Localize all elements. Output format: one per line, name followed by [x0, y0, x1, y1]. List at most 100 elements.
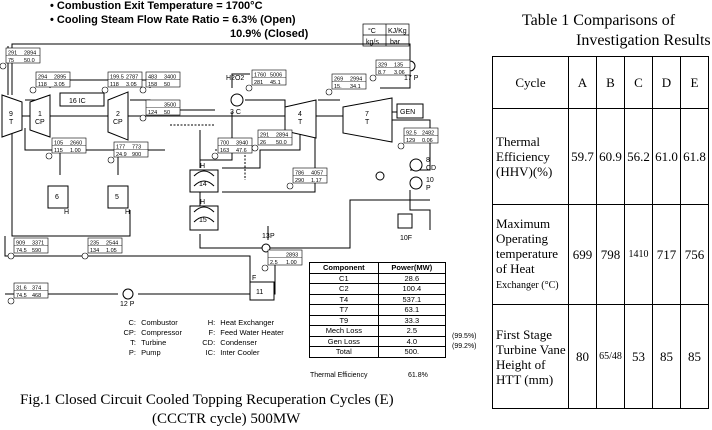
comparison-cell: 56.2: [624, 108, 653, 205]
power-comp: T7: [309, 304, 379, 316]
state-value: 3.05: [126, 82, 137, 88]
state-value: 2994: [350, 77, 362, 83]
t9-sub: T: [9, 119, 14, 126]
state-value: 24.9: [116, 152, 127, 158]
table-caption-line2: Investigation Results: [576, 32, 711, 49]
heat-exchanger-5: [107, 185, 129, 209]
turbine-7: [342, 97, 393, 143]
state-value: 45.1: [270, 80, 281, 86]
state-value: 291: [260, 133, 269, 139]
state-value: 281: [254, 80, 263, 86]
state-value: 135: [394, 63, 403, 69]
unit-temp: °C: [368, 27, 376, 35]
state-marker: [251, 144, 259, 152]
feed-water-heater-11: [249, 281, 275, 301]
state-value: 2787: [126, 75, 138, 81]
legend-value: Heat Exchanger: [220, 318, 275, 327]
power-val: 537.1: [377, 293, 447, 305]
comparison-head-d: D: [651, 56, 681, 109]
legend-key: F:: [208, 328, 216, 337]
headline-closed-ratio: 10.9% (Closed): [230, 28, 309, 40]
legend-row: P: Pump IC: Inter Cooler: [118, 348, 260, 357]
comparison-cell: 61.0: [651, 108, 681, 205]
state-value: 5006: [270, 73, 282, 79]
power-val: 4.0: [377, 335, 447, 347]
hx5-label: 5: [115, 194, 119, 201]
figure-caption-line1: Fig.1 Closed Circuit Cooled Topping Recu…: [20, 392, 394, 408]
comparison-cell: 65/48: [595, 304, 626, 409]
state-value: 1.00: [70, 148, 81, 154]
state-value: 118: [110, 82, 119, 88]
legend-row: C: Combustor H: Heat Exchanger: [118, 318, 275, 327]
state-value: 163: [220, 148, 229, 154]
power-comp: T4: [309, 293, 379, 305]
state-value: 31.6: [16, 286, 27, 292]
comparison-cell: 756: [679, 204, 710, 305]
units-header: °C KJ/Kg kg/s bar: [362, 23, 410, 47]
state-value: 129: [406, 138, 415, 144]
state-value: 177: [116, 145, 125, 151]
p10-sub: P: [426, 185, 431, 192]
power-val: 500.: [377, 346, 447, 358]
state-value: 374: [32, 286, 41, 292]
state-value: 3371: [32, 241, 44, 247]
legend-value: Feed Water Heater: [220, 328, 284, 337]
state-value: 468: [32, 293, 41, 299]
comparison-row-max-temp: Maximum Operating temperature of Heat Ex…: [492, 204, 710, 305]
legend-value: Combustor: [141, 318, 178, 327]
power-head-power: Power(MW): [377, 262, 447, 274]
p10-label: 10: [426, 177, 434, 184]
legend-row: CP: Compressor F: Feed Water Heater: [118, 328, 284, 337]
power-header-row: Component Power(MW): [309, 262, 447, 274]
turbomachines: [1, 91, 393, 143]
comparison-head-cycle: Cycle: [492, 56, 569, 109]
intercooler-16: [59, 92, 105, 107]
legend-value: Inter Cooler: [220, 348, 260, 357]
power-comp: Total: [309, 346, 379, 358]
state-value: 483: [148, 75, 157, 81]
comparison-cell: 1410: [624, 204, 653, 305]
turbine-9: [1, 94, 23, 138]
t9-label: 9: [9, 111, 13, 118]
pump-12: [122, 288, 134, 300]
state-marker: [7, 297, 15, 305]
cd8-label: 8: [426, 157, 430, 164]
state-value: 3.05: [54, 82, 65, 88]
thermal-efficiency-label: Thermal Efficiency: [310, 372, 368, 379]
gen-loss-pct: (99.2%): [452, 343, 477, 350]
power-head-component: Component: [309, 262, 379, 274]
state-value: 74.5: [16, 248, 27, 254]
cp1-label: 1: [38, 111, 42, 118]
gen-label: GEN: [400, 109, 415, 116]
state-value: 1760: [254, 73, 266, 79]
state-marker: [139, 86, 147, 94]
hx6-sub: H: [64, 209, 69, 216]
unit-pressure: bar: [390, 39, 401, 46]
comparison-cell: 798: [595, 204, 626, 305]
generator: [396, 103, 424, 119]
heat-exchanger-6: [47, 185, 69, 209]
comparison-cell: 53: [624, 304, 653, 409]
state-marker: [369, 74, 377, 82]
table-caption-line1: Table 1 Comparisons of: [522, 12, 676, 29]
comparison-label-max-temp: Maximum Operating temperature of Heat Ex…: [492, 204, 569, 305]
comparison-cell: 61.8: [679, 108, 710, 205]
state-value: 2895: [54, 75, 66, 81]
state-value: 235: [90, 241, 99, 247]
state-value: 786: [295, 171, 304, 177]
state-value: 0.06: [422, 138, 433, 144]
state-value: 2894: [276, 133, 288, 139]
component-labels: 9 T 1 CP 16 IC 2 CP H2O2 3 C 4 T 7 T GEN…: [9, 75, 436, 308]
turbine-4: [284, 99, 317, 139]
